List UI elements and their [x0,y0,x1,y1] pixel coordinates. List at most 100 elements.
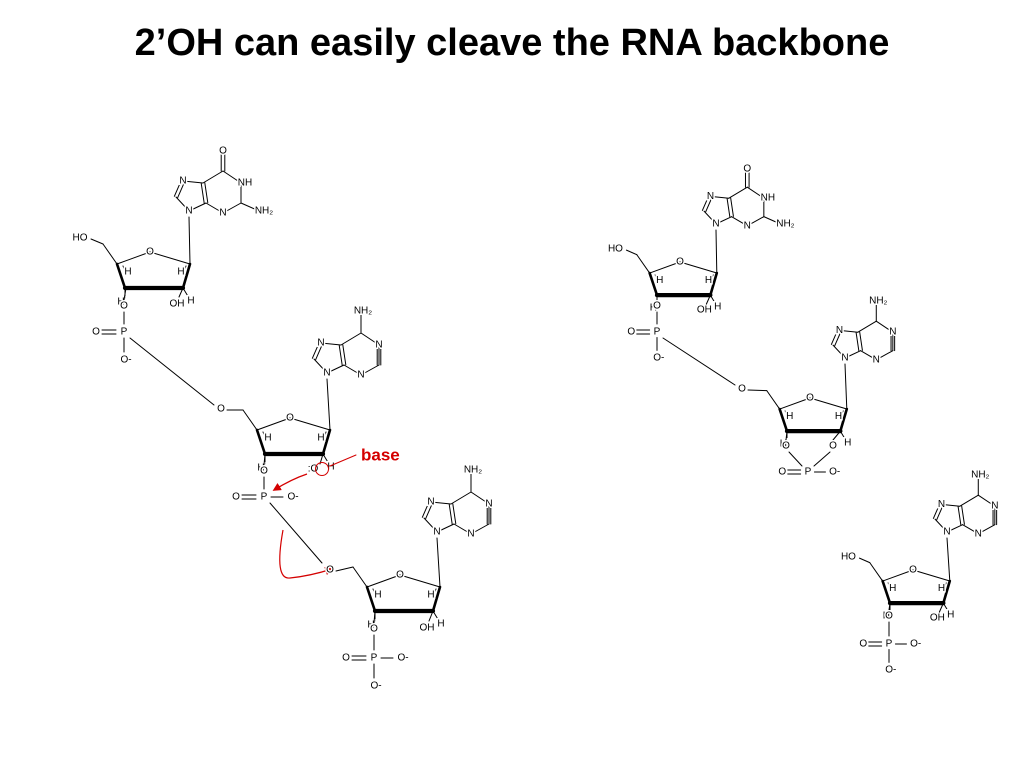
bond-line [470,523,490,535]
bond-line [342,344,347,366]
bond-line [175,196,190,212]
atom-n3: N [357,370,364,381]
atom-h: H [264,433,271,444]
atom-p: P [805,467,812,478]
nucleophile-2-o: :O [308,462,329,476]
bond-line [746,186,765,199]
atom-5-oh: HO [841,552,856,563]
atom-h: H [947,610,954,621]
bond-line [730,197,734,217]
atom-3-o: O [653,301,661,312]
bond-line [188,202,207,212]
bond-line [181,262,192,290]
bond-line [959,494,979,507]
base-annotation: base [329,446,400,467]
atom-n7: N [427,497,434,508]
bond-line [946,537,951,582]
bond-line [205,202,224,214]
atom-n9: N [185,206,192,217]
bond-line [173,179,182,197]
atom-h: H [374,590,381,601]
bond-line [470,491,490,505]
bond-line [311,341,320,359]
bond-line [289,417,331,431]
atom-n3: N [744,220,751,231]
bond-line [942,579,952,605]
atom-h: H [656,275,663,286]
atom-n1: N [375,340,382,351]
atom-ring-o: O [146,247,154,258]
bond-line [832,344,846,359]
bond-line [747,389,768,392]
bond-line [256,417,291,431]
bond-line [709,195,730,199]
bond-line [844,363,848,410]
bond-line [784,410,788,416]
atom-h: H [705,275,712,286]
atom-n1: N [889,327,896,338]
right-linker: O [662,337,748,396]
bond-line [242,409,258,431]
atom-ring-o: O [806,393,814,404]
bond-line [649,261,681,274]
bond-line [322,453,330,465]
atom-o-minus: O- [885,664,896,675]
bond-line [188,216,191,265]
atom-h: H [835,411,842,422]
atom-o-minus: O- [910,639,921,650]
bond-line [830,329,839,345]
left-linker-2: O [269,502,336,577]
atom-h: H [889,583,896,594]
atom-o6: O [743,163,751,174]
atom-2-o: O [829,441,837,452]
bond-line [785,430,788,441]
atom-p-o-double: O [859,639,867,650]
atom-h: H [367,620,374,631]
atom-n1h: NH [761,193,775,204]
bond-line [838,329,859,333]
atom-5-o: O [738,384,746,395]
atom-n7: N [707,191,714,202]
bond-line [855,332,860,352]
atom-5-oh: HO [73,233,88,244]
bond-line [705,294,711,305]
atom-ring-o: O [286,413,294,424]
atom-h: H [187,296,194,307]
bond-line [788,451,803,467]
bond-line [122,265,126,271]
bond-line [115,262,127,290]
atom-h: H [844,438,851,449]
bond-line [116,251,151,265]
bond-line [313,358,328,374]
bond-line [90,238,104,245]
bond-line [335,566,354,572]
bond-line [869,562,884,582]
bond-line [431,585,442,613]
bond-line [859,331,863,351]
atom-n7: N [317,338,324,349]
bond-line [177,181,186,199]
atom-p-o-double: O [232,492,240,503]
atom-h: H [327,462,334,473]
atom-n3: N [467,529,474,540]
atom-o6: O [219,146,227,157]
bond-line [430,501,452,505]
atom-n9: N [433,527,440,538]
bond-line [423,517,438,533]
atom-n9: N [712,219,719,230]
atom-n9: N [323,368,330,379]
atom-n1: N [485,499,492,510]
atom-n1: N [991,501,998,512]
bond-line [936,504,944,521]
bond-line [875,350,894,361]
bond-line [329,454,357,467]
arrow-bond-cleavage [279,529,334,579]
bond-line [942,602,950,613]
bond-line [323,431,327,437]
atom-2-oh: OH [420,623,435,634]
bond-line [436,523,455,533]
